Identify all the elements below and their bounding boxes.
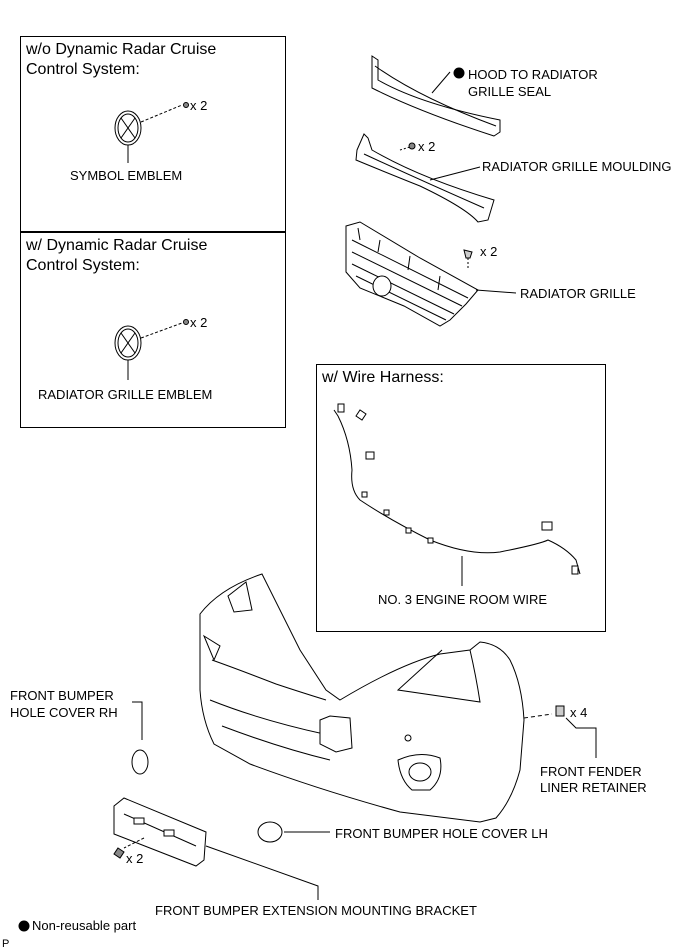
corner-mark: P [2,938,10,950]
hole-cover-lh-part [257,821,330,843]
front-bumper-part [199,573,553,823]
hole-cover-lh-label: FRONT BUMPER HOLE COVER LH [335,826,548,841]
legend-non-reusable: Non-reusable part [32,918,137,933]
without-radar-title-line1: w/o Dynamic Radar Cruise [26,41,217,58]
hood-seal-label-line2: GRILLE SEAL [468,84,552,99]
hole-cover-rh-label-line1: FRONT BUMPER [10,688,114,703]
bracket-qty: x 2 [126,851,144,866]
moulding-label: RADIATOR GRILLE MOULDING [482,159,672,174]
wire-harness-title: w/ Wire Harness: [322,369,444,386]
extension-mounting-bracket-part [113,797,319,900]
fender-retainer-qty: x 4 [570,705,588,720]
without-radar-title-line2: Control System: [26,61,140,78]
fender-liner-retainer-icon [555,705,597,758]
grille-qty: x 2 [480,244,498,259]
non-reusable-dot-icon [18,920,30,932]
radiator-grille-part [345,221,517,327]
radiator-grille-emblem-icon [114,319,189,380]
with-radar-box [20,232,286,428]
hood-seal-label-line1: HOOD TO RADIATOR [468,67,598,82]
symbol-emblem-qty: x 2 [190,98,208,113]
grille-emblem-label: RADIATOR GRILLE EMBLEM [38,387,213,402]
symbol-emblem-label: SYMBOL EMBLEM [70,168,183,183]
radiator-grille-moulding-part [355,133,495,223]
hole-cover-rh-label-line2: HOLE COVER RH [10,705,118,720]
with-radar-title-line2: Control System: [26,257,140,274]
bracket-label: FRONT BUMPER EXTENSION MOUNTING BRACKET [155,903,477,918]
grille-label: RADIATOR GRILLE [520,286,636,301]
hood-seal-part [371,55,501,137]
fender-retainer-label-line1: FRONT FENDER [540,764,642,779]
hole-cover-rh-part [131,701,149,775]
engine-room-wire-label: NO. 3 ENGINE ROOM WIRE [378,592,548,607]
engine-room-wire-part [333,403,581,586]
symbol-emblem-icon [114,102,189,163]
grille-emblem-qty: x 2 [190,315,208,330]
without-radar-box [20,36,286,232]
wire-harness-box [316,364,606,632]
fender-retainer-label-line2: LINER RETAINER [540,780,647,795]
moulding-qty: x 2 [418,139,436,154]
with-radar-title-line1: w/ Dynamic Radar Cruise [26,237,208,254]
